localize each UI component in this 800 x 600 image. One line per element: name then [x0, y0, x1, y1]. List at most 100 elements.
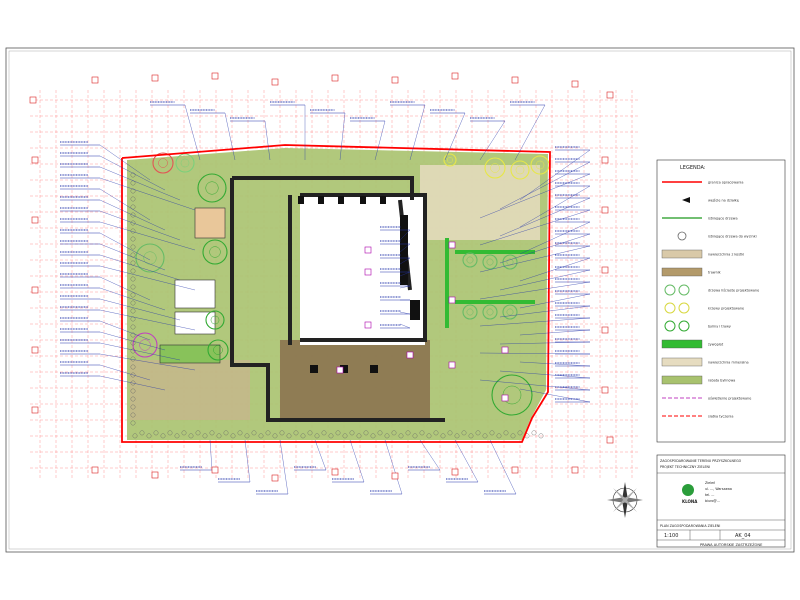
shrub-symbol: [447, 430, 453, 436]
legend-item-label: krzewy projektowane: [708, 307, 744, 311]
label-leader: [479, 379, 591, 391]
label-leader: [99, 265, 196, 291]
shrub-symbol: [130, 308, 136, 314]
legend-item-label: siatka tyczenia: [708, 415, 733, 419]
shrub-symbol: [370, 433, 376, 439]
company-line-3: tel. ...: [705, 493, 714, 497]
legend-symbol: [664, 284, 676, 296]
plant-marker: [501, 394, 509, 402]
label-leader: [399, 311, 411, 315]
legend-symbol: [678, 284, 690, 296]
tree-symbol: [152, 152, 174, 174]
legend-item-label: oświetlenie projektowane: [708, 397, 751, 401]
legend-item-label: żywopłot: [708, 343, 724, 347]
grid-marker: [601, 206, 609, 214]
label-leader: [224, 112, 236, 161]
shrub-symbol: [279, 430, 285, 436]
label-leader: [384, 439, 403, 495]
label-leader: [499, 233, 591, 264]
label-leader: [99, 353, 196, 371]
label-leader: [374, 120, 386, 161]
legend-item: byliny i trawy: [664, 320, 731, 332]
shrub-symbol: [363, 430, 369, 436]
shrub-symbol: [426, 433, 432, 439]
shrub-symbol: [293, 430, 299, 436]
shrub-symbol: [130, 172, 136, 178]
drawing-name: PLAN ZAGOSPODAROWANIA ZIELENI: [660, 524, 720, 528]
tree-core: [486, 308, 494, 316]
logo-text: KLONA: [682, 499, 698, 504]
plant-marker: [448, 296, 456, 304]
label-leader: [99, 199, 166, 231]
grid-marker: [31, 346, 39, 354]
legend-symbol: [661, 357, 703, 367]
shrub-symbol: [130, 236, 136, 242]
grid-marker: [601, 266, 609, 274]
label-leader: [399, 229, 411, 241]
legend-item: granica opracowania: [662, 181, 743, 185]
label-leader: [479, 173, 591, 219]
grid-marker: [331, 74, 339, 82]
label-leader: [454, 439, 479, 483]
legend-symbol: [664, 320, 676, 332]
plant-marker: [501, 346, 509, 354]
label-leader: [184, 104, 201, 161]
tree-core: [143, 251, 157, 265]
hedges-east: [445, 238, 535, 328]
tree-core: [486, 258, 494, 266]
grid-marker: [29, 96, 37, 104]
legend-symbol: [661, 267, 703, 277]
north-arrow-icon: [607, 482, 643, 518]
plant-marker: [364, 321, 372, 329]
project-title: ZAGOSPODAROWANIE TERENU PRZYSZKOLNEGO: [660, 459, 742, 463]
grid-marker: [511, 76, 519, 84]
tree-symbol: [491, 374, 533, 416]
shrub-symbol: [258, 433, 264, 439]
legend-symbol: [661, 339, 703, 349]
shrub-symbol: [391, 430, 397, 436]
legend-item: krzewy projektowane: [664, 302, 744, 314]
legend-item: oświetlenie projektowane: [662, 397, 751, 401]
tree-symbol: [482, 304, 498, 320]
grid-marker: [601, 156, 609, 164]
company-logo: KLONA: [682, 484, 698, 504]
label-leader: [99, 364, 151, 381]
shrub-symbol: [230, 433, 236, 439]
shrub-symbol: [377, 430, 383, 436]
legend-item: siatka tyczenia: [662, 415, 733, 419]
shrub-symbol: [188, 433, 194, 439]
label-leader: [519, 185, 591, 228]
grid-marker: [211, 466, 219, 474]
label-leader: [519, 221, 591, 255]
plant-marker: [448, 361, 456, 369]
trees: [130, 152, 550, 439]
tree-core: [447, 157, 453, 163]
label-leader: [399, 271, 411, 277]
tree-symbol: [135, 243, 165, 273]
tree-symbol: [462, 304, 478, 320]
tree-core: [506, 258, 514, 266]
shrub-symbol: [130, 212, 136, 218]
label-leader: [209, 439, 213, 471]
legend-item: trawnik: [661, 267, 721, 277]
shrub-symbol: [328, 433, 334, 439]
shrub-symbol: [223, 430, 229, 436]
sheet-number: AK_04: [735, 533, 751, 539]
label-leader: [349, 439, 365, 483]
label-leader: [99, 210, 181, 241]
shrub-symbol: [517, 430, 523, 436]
tree-core: [466, 308, 474, 316]
grid-marker: [451, 72, 459, 80]
shrub-symbol: [130, 332, 136, 338]
shrub-symbol: [167, 430, 173, 436]
legend-item: wejście na działkę: [682, 197, 739, 203]
legend-symbol: [678, 302, 690, 314]
tree-core: [506, 308, 514, 316]
shrub-symbol: [482, 433, 488, 439]
tree-core: [210, 315, 220, 325]
tree-symbol: [175, 153, 195, 173]
label-leader: [444, 112, 466, 161]
label-leader: [99, 342, 181, 361]
